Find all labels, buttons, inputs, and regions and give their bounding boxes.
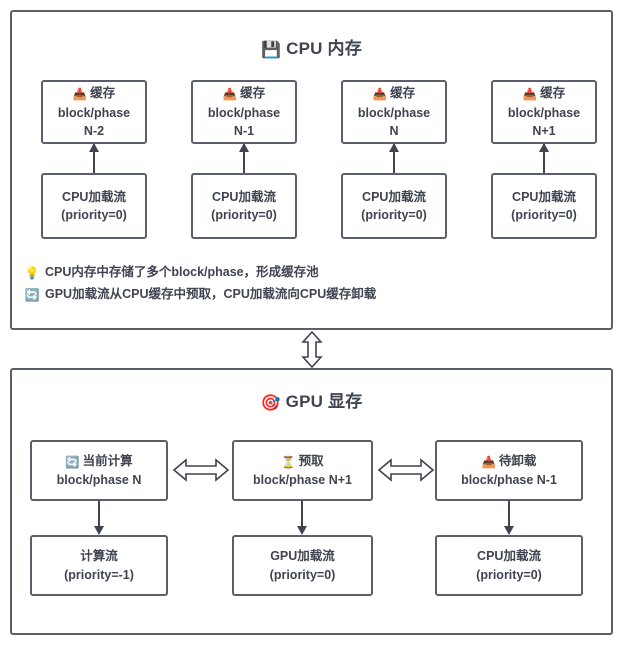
inbox-tray-icon: 📥	[72, 89, 88, 102]
arrow-down-cpu-load	[504, 501, 514, 535]
cpu-load-stream-line1: CPU加载流	[212, 189, 276, 204]
arrow-up-cache-3	[389, 143, 399, 173]
gpu-current-label: 当前计算	[82, 453, 133, 468]
cpu-cache-line3: N-1	[233, 123, 255, 138]
cpu-cache-label: 缓存	[90, 86, 116, 101]
cpu-gpu-bidirectional-arrow	[301, 331, 323, 368]
cpu-cache-label: 缓存	[540, 86, 566, 101]
cpu-memory-title-text: CPU 内存	[286, 39, 362, 58]
arrow-up-cache-1	[89, 143, 99, 173]
gpu-compute-stream-line2: (priority=-1)	[64, 567, 134, 582]
gpu-pending-offload-block[interactable]: 📥待卸载 block/phase N-1	[435, 440, 583, 501]
arrow-up-cache-4	[539, 143, 549, 173]
cpu-cache-block-n[interactable]: 📥缓存 block/phase N	[341, 80, 447, 144]
gpu-load-stream[interactable]: GPU加载流 (priority=0)	[232, 535, 373, 596]
light-bulb-icon: 💡	[24, 266, 40, 280]
cpu-load-stream-line1: CPU加载流	[362, 189, 426, 204]
gpu-compute-stream[interactable]: 计算流 (priority=-1)	[30, 535, 168, 596]
cpu-load-stream-line1: CPU加载流	[477, 549, 541, 564]
cpu-memory-title: 💾CPU 内存	[12, 34, 611, 60]
cpu-cache-line2: block/phase	[507, 105, 581, 120]
cpu-load-stream-line2: (priority=0)	[61, 208, 127, 222]
cpu-load-stream-line2: (priority=0)	[511, 208, 577, 222]
gpu-prefetch-line2: block/phase N+1	[253, 473, 352, 488]
current-prefetch-bidirectional-arrow	[172, 458, 230, 482]
cpu-cache-line2: block/phase	[207, 105, 281, 120]
cpu-cache-line2: block/phase	[57, 105, 131, 120]
cpu-load-stream-line1: CPU加载流	[512, 189, 576, 204]
gpu-load-stream-line2: (priority=0)	[269, 567, 336, 582]
gpu-offload-label-line1: 📥待卸载	[482, 452, 537, 472]
gpu-current-compute-block[interactable]: 🔄当前计算 block/phase N	[30, 440, 168, 501]
gpu-memory-title-text: GPU 显存	[285, 392, 363, 411]
dart-target-icon: 🎯	[260, 395, 281, 412]
cpu-panel-legend: 💡 CPU内存中存储了多个block/phase，形成缓存池 🔄 GPU加载流从CP…	[24, 262, 377, 306]
cpu-cache-label: 缓存	[240, 86, 266, 101]
inbox-tray-icon: 📥	[481, 456, 496, 469]
cpu-cache-label-line1: 📥缓存	[223, 84, 265, 104]
inbox-tray-icon: 📥	[372, 89, 388, 102]
inbox-tray-icon: 📥	[522, 89, 538, 102]
cpu-load-stream-line2: (priority=0)	[476, 567, 542, 582]
cpu-cache-block-n-plus-1[interactable]: 📥缓存 block/phase N+1	[491, 80, 597, 144]
gpu-offload-line2: block/phase N-1	[461, 473, 557, 488]
cpu-load-stream-line1: CPU加载流	[62, 189, 126, 204]
inbox-tray-icon: 📥	[222, 89, 238, 102]
arrow-down-gpu-load	[297, 501, 307, 535]
sync-arrows-icon: 🔄	[24, 287, 40, 302]
cpu-cache-line3: N-2	[83, 123, 105, 138]
arrow-up-cache-2	[239, 143, 249, 173]
cpu-cache-block-n-minus-2[interactable]: 📥缓存 block/phase N-2	[41, 80, 147, 144]
cpu-memory-panel: 💾CPU 内存	[10, 10, 613, 330]
legend-text-prefetch-offload: GPU加载流从CPU缓存中预取，CPU加载流向CPU缓存卸载	[45, 286, 377, 301]
gpu-prefetch-label-line1: ⏳预取	[281, 452, 323, 472]
legend-row-prefetch-offload: 🔄 GPU加载流从CPU缓存中预取，CPU加载流向CPU缓存卸载	[24, 284, 377, 306]
gpu-current-line2: block/phase N	[56, 473, 142, 488]
floppy-disk-icon: 💾	[261, 42, 282, 59]
cpu-cache-block-n-minus-1[interactable]: 📥缓存 block/phase N-1	[191, 80, 297, 144]
sync-arrows-icon: 🔄	[65, 456, 80, 469]
cpu-load-stream-2[interactable]: CPU加载流 (priority=0)	[191, 173, 297, 239]
cpu-cache-label-line1: 📥缓存	[523, 84, 565, 104]
cpu-cache-line3: N+1	[532, 123, 556, 138]
gpu-current-label-line1: 🔄当前计算	[65, 452, 132, 472]
hourglass-icon: ⏳	[281, 456, 296, 469]
gpu-memory-title: 🎯GPU 显存	[12, 387, 611, 413]
gpu-prefetch-block[interactable]: ⏳预取 block/phase N+1	[232, 440, 373, 501]
cpu-load-stream-1[interactable]: CPU加载流 (priority=0)	[41, 173, 147, 239]
cpu-cache-label: 缓存	[390, 86, 416, 101]
cpu-cache-label-line1: 📥缓存	[73, 84, 115, 104]
cpu-load-stream-4[interactable]: CPU加载流 (priority=0)	[491, 173, 597, 239]
cpu-cache-line2: block/phase	[357, 105, 431, 120]
cpu-load-stream-3[interactable]: CPU加载流 (priority=0)	[341, 173, 447, 239]
prefetch-evict-bidirectional-arrow	[377, 458, 435, 482]
cpu-load-stream-line2: (priority=0)	[211, 208, 277, 222]
cpu-cache-line3: N	[389, 123, 399, 138]
gpu-panel-cpu-load-stream[interactable]: CPU加载流 (priority=0)	[435, 535, 583, 596]
gpu-load-stream-line1: GPU加载流	[270, 549, 335, 564]
arrow-down-compute	[94, 501, 104, 535]
cpu-load-stream-line2: (priority=0)	[361, 208, 427, 222]
legend-text-cache-pool: CPU内存中存储了多个block/phase，形成缓存池	[45, 265, 319, 279]
cpu-cache-label-line1: 📥缓存	[373, 84, 415, 104]
gpu-compute-stream-line1: 计算流	[80, 549, 118, 564]
legend-row-cache-pool: 💡 CPU内存中存储了多个block/phase，形成缓存池	[24, 262, 376, 284]
gpu-prefetch-label: 预取	[298, 453, 324, 468]
gpu-offload-label: 待卸载	[498, 453, 537, 468]
